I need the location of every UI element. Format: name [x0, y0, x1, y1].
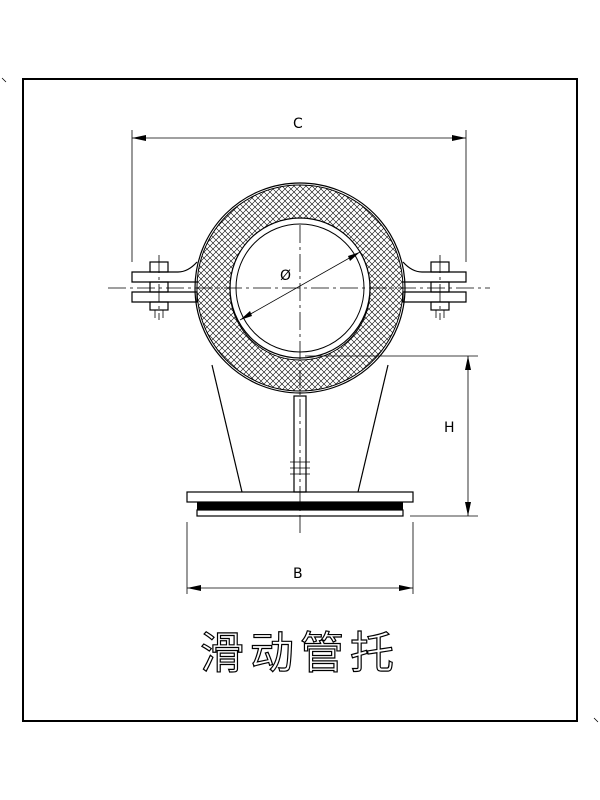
- dimension-b: [186, 522, 414, 594]
- slide-pad: [197, 502, 403, 510]
- base-plate-bottom: [196, 509, 404, 517]
- dimension-h: [305, 355, 478, 517]
- clamp-ear-right-lower: [402, 291, 467, 303]
- support-leg-left: [211, 364, 243, 493]
- drawing-title: 滑动管托: [200, 628, 400, 679]
- diameter-dimension-line: [239, 251, 361, 321]
- diameter-label: Ø: [280, 268, 291, 284]
- dimension-h-label: H: [444, 420, 455, 436]
- clamp-ear-right: [402, 261, 467, 283]
- dimension-b-label: B: [293, 566, 303, 582]
- bolt-left: [149, 255, 169, 320]
- corner-mark: [1, 77, 599, 723]
- support-leg-right: [357, 364, 389, 493]
- clamp-ear-left-lower: [131, 291, 198, 303]
- bolt-right: [430, 255, 450, 320]
- dimension-c-label: C: [293, 116, 303, 132]
- drawing-frame: [22, 78, 578, 722]
- dimension-c: [131, 130, 467, 262]
- clamp-ear-left: [131, 261, 198, 283]
